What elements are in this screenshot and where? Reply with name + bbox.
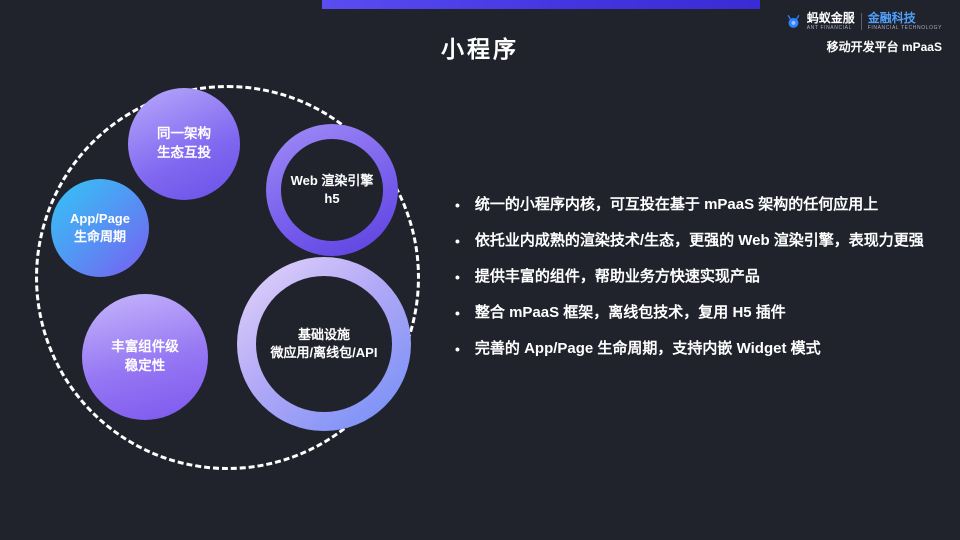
brand-name-block: 蚂蚁金服 ANT FINANCIAL	[806, 11, 855, 32]
bullet-item: 整合 mPaaS 框架，离线包技术，复用 H5 插件	[455, 304, 950, 323]
bubble-label: 基础设施 微应用/离线包/API	[271, 326, 378, 362]
ring-inner: Web 渲染引擎 h5	[281, 139, 383, 241]
bullet-text: 整合 mPaaS 框架，离线包技术，复用 H5 插件	[474, 303, 786, 321]
bubble-label: 同一架构 生态互投	[157, 125, 211, 163]
brand-unit-cn: 金融科技	[867, 11, 916, 25]
ant-logo-icon	[787, 15, 800, 29]
brand-name-cn: 蚂蚁金服	[806, 11, 855, 25]
bullet-item: 依托业内成熟的渲染技术/生态，更强的 Web 渲染引擎，表现力更强	[455, 232, 950, 251]
bubble-label-line: h5	[324, 191, 340, 206]
bullet-text: 依托业内成熟的渲染技术/生态，更强的 Web 渲染引擎，表现力更强	[474, 231, 924, 249]
bullet-item: 统一的小程序内核，可互投在基于 mPaaS 架构的任何应用上	[455, 196, 950, 215]
bubble-label-line: Web 渲染引擎	[290, 172, 374, 188]
bubble-label-line: 丰富组件级	[111, 339, 179, 355]
brand-divider	[860, 13, 862, 31]
bullet-item: 提供丰富的组件，帮助业务方快速实现产品	[455, 268, 950, 287]
bubble-rich-components: 丰富组件级 稳定性	[82, 294, 208, 420]
bubble-label-line: 微应用/离线包/API	[270, 345, 378, 360]
bullet-text: 完善的 App/Page 生命周期，支持内嵌 Widget 模式	[474, 339, 821, 357]
brand-row: 蚂蚁金服 ANT FINANCIAL 金融科技 FINANCIAL TECHNO…	[786, 11, 942, 32]
brand-logo: 蚂蚁金服 ANT FINANCIAL 金融科技 FINANCIAL TECHNO…	[786, 11, 942, 55]
bubble-label: Web 渲染引擎 h5	[291, 172, 374, 208]
bubble-label-line: 同一架构	[157, 126, 211, 142]
bubble-label-line: 稳定性	[124, 358, 166, 373]
brand-unit-en: FINANCIAL TECHNOLOGY	[867, 24, 942, 31]
bubble-app-page-lifecycle: App/Page 生命周期	[51, 179, 149, 277]
bubble-label-line: App/Page	[70, 210, 130, 226]
dashed-boundary-circle	[35, 85, 420, 470]
bubble-infrastructure: 基础设施 微应用/离线包/API	[237, 257, 411, 431]
bubble-label-line: 基础设施	[297, 326, 350, 342]
bubble-web-render-engine: Web 渲染引擎 h5	[266, 124, 398, 256]
bubble-label: App/Page 生命周期	[70, 210, 130, 246]
bubble-unified-architecture: 同一架构 生态互投	[128, 88, 240, 200]
page-title: 小程序	[441, 36, 519, 62]
ring-inner: 基础设施 微应用/离线包/API	[256, 276, 392, 412]
platform-label: 移动开发平台 mPaaS	[826, 39, 942, 54]
brand-unit-block: 金融科技 FINANCIAL TECHNOLOGY	[867, 11, 942, 32]
brand-name-en: ANT FINANCIAL	[806, 24, 852, 31]
bubble-label-line: 生态互投	[157, 145, 211, 160]
bubble-label: 丰富组件级 稳定性	[111, 338, 179, 376]
bullet-text: 统一的小程序内核，可互投在基于 mPaaS 架构的任何应用上	[474, 196, 879, 213]
accent-bar	[322, 0, 760, 9]
bubble-label-line: 生命周期	[73, 229, 126, 244]
bullet-text: 提供丰富的组件，帮助业务方快速实现产品	[474, 267, 760, 285]
bullet-item: 完善的 App/Page 生命周期，支持内嵌 Widget 模式	[455, 340, 950, 359]
feature-bullet-list: 统一的小程序内核，可互投在基于 mPaaS 架构的任何应用上 依托业内成熟的渲染…	[455, 196, 950, 375]
